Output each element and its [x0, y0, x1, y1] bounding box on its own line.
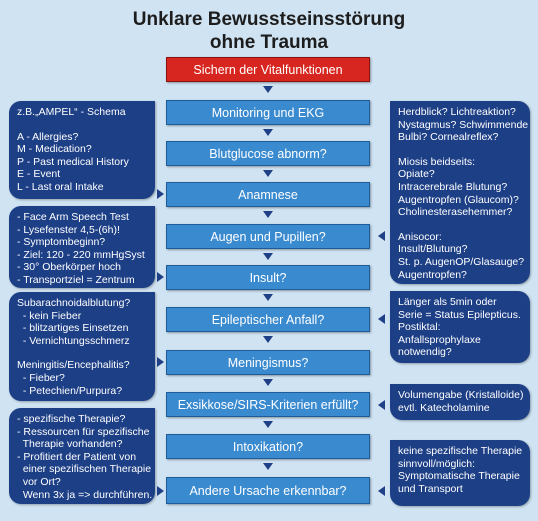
arrow-down-icon — [263, 421, 273, 428]
arrow-right-icon — [157, 272, 164, 282]
arrow-down-icon — [263, 86, 273, 93]
arrow-down-icon — [263, 379, 273, 386]
arrow-left-icon — [378, 400, 385, 410]
arrow-down-icon — [263, 294, 273, 301]
diagram-title-line1: Unklare Bewusstseinsstörung — [132, 9, 406, 30]
arrow-right-icon — [157, 486, 164, 496]
step-blood-glucose: Blutglucose abnorm? — [166, 141, 370, 166]
step-sirs-criteria: Exsikkose/SIRS-Kriterien erfüllt? — [166, 392, 370, 417]
note-epileptic-status: Länger als 5min oder Serie = Status Epil… — [390, 291, 530, 363]
step-epileptic-seizure: Epileptischer Anfall? — [166, 307, 370, 332]
step-insult: Insult? — [166, 265, 370, 290]
note-specific-therapy: - spezifische Therapie? - Ressourcen für… — [9, 408, 155, 504]
arrow-right-icon — [157, 357, 164, 367]
step-vital-functions: Sichern der Vitalfunktionen — [166, 57, 370, 82]
arrow-right-icon — [157, 189, 164, 199]
arrow-left-icon — [378, 314, 385, 324]
diagram-title-line2: ohne Trauma — [209, 32, 329, 53]
arrow-down-icon — [263, 211, 273, 218]
arrow-down-icon — [263, 129, 273, 136]
arrow-left-icon — [378, 231, 385, 241]
arrow-left-icon — [378, 486, 385, 496]
step-other-cause: Andere Ursache erkennbar? — [166, 477, 370, 504]
note-symptomatic-therapy: keine spezifische Therapie sinnvoll/mögl… — [390, 440, 530, 506]
note-ampel-scheme: z.B.„AMPEL“ - Schema A - Allergies? M - … — [9, 101, 155, 199]
note-meningitis: Subarachnoidalblutung? - kein Fieber - b… — [9, 292, 155, 401]
note-insult-checklist: - Face Arm Speech Test - Lysefenster 4,5… — [9, 206, 155, 288]
step-meningism: Meningismus? — [166, 350, 370, 375]
step-anamnesis: Anamnese — [166, 182, 370, 207]
note-eyes-pupils: Herdblick? Lichtreaktion? Nystagmus? Sch… — [390, 101, 530, 284]
arrow-down-icon — [263, 253, 273, 260]
step-monitoring-ekg: Monitoring und EKG — [166, 100, 370, 125]
arrow-down-icon — [263, 170, 273, 177]
step-intoxication: Intoxikation? — [166, 434, 370, 459]
arrow-down-icon — [263, 336, 273, 343]
arrow-down-icon — [263, 463, 273, 470]
note-volume-therapy: Volumengabe (Kristalloide) evtl. Katecho… — [390, 384, 530, 420]
step-eyes-pupils: Augen und Pupillen? — [166, 224, 370, 249]
